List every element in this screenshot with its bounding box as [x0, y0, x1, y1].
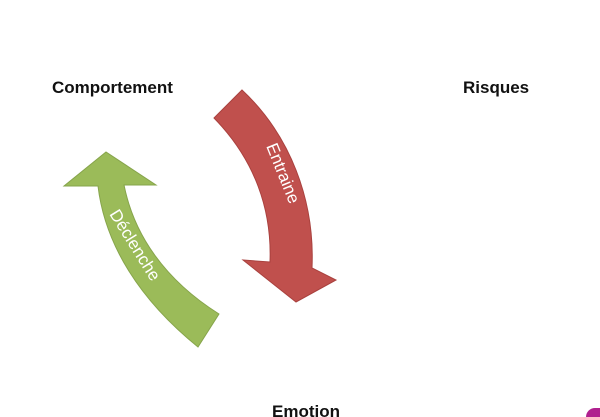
node-risques: Risques [463, 78, 530, 97]
arrow-entraine [213, 89, 338, 303]
node-emotion: Emotion [272, 402, 340, 417]
node-comportement: Comportement [52, 78, 173, 97]
corner-decoration [586, 408, 600, 417]
arrow-declenche [62, 151, 220, 348]
